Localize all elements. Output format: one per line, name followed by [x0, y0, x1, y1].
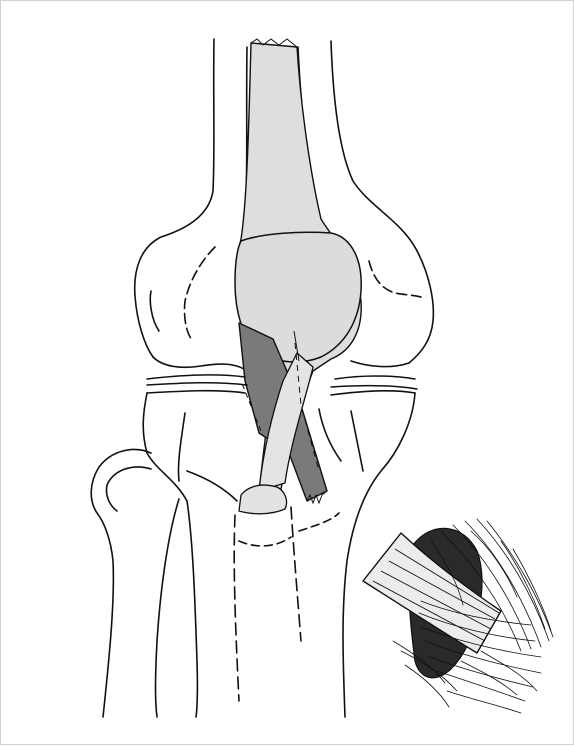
- joint-line-right-upper: [335, 376, 415, 379]
- tibia-plateau-top-left: [147, 391, 245, 393]
- tibia-plateau-top-right: [331, 391, 415, 395]
- tibial-plug: [239, 485, 287, 514]
- tibial-tunnel-base: [239, 537, 291, 546]
- tibia-inner-left: [178, 413, 185, 481]
- inset-graft-detail: [363, 519, 553, 713]
- graft: [235, 39, 361, 514]
- femur-left-edge: [135, 39, 214, 357]
- tibial-tunnel-left: [234, 515, 239, 701]
- notch-dash-left: [184, 247, 215, 341]
- joint-line-upper: [147, 375, 245, 379]
- tibial-tunnel-right: [291, 507, 301, 641]
- joint-line-right-lower: [331, 386, 417, 389]
- fibula-head-inner: [106, 467, 151, 511]
- joint-line-lower: [147, 383, 247, 385]
- femur-right-condyle-base: [351, 361, 409, 367]
- tibia-crest: [319, 409, 341, 461]
- tibia-plateau-left: [143, 393, 197, 717]
- fibula-head: [91, 449, 151, 717]
- tuberosity-dash: [299, 513, 339, 531]
- femur-left-condyle-base: [153, 357, 244, 369]
- notch-dash-right: [369, 261, 421, 297]
- fibula-shaft-right: [156, 499, 180, 717]
- tibia-inner-right: [351, 411, 363, 471]
- fibula: [91, 449, 179, 717]
- tibia-inner-mid: [187, 471, 237, 501]
- condyle-curve-left: [150, 291, 159, 331]
